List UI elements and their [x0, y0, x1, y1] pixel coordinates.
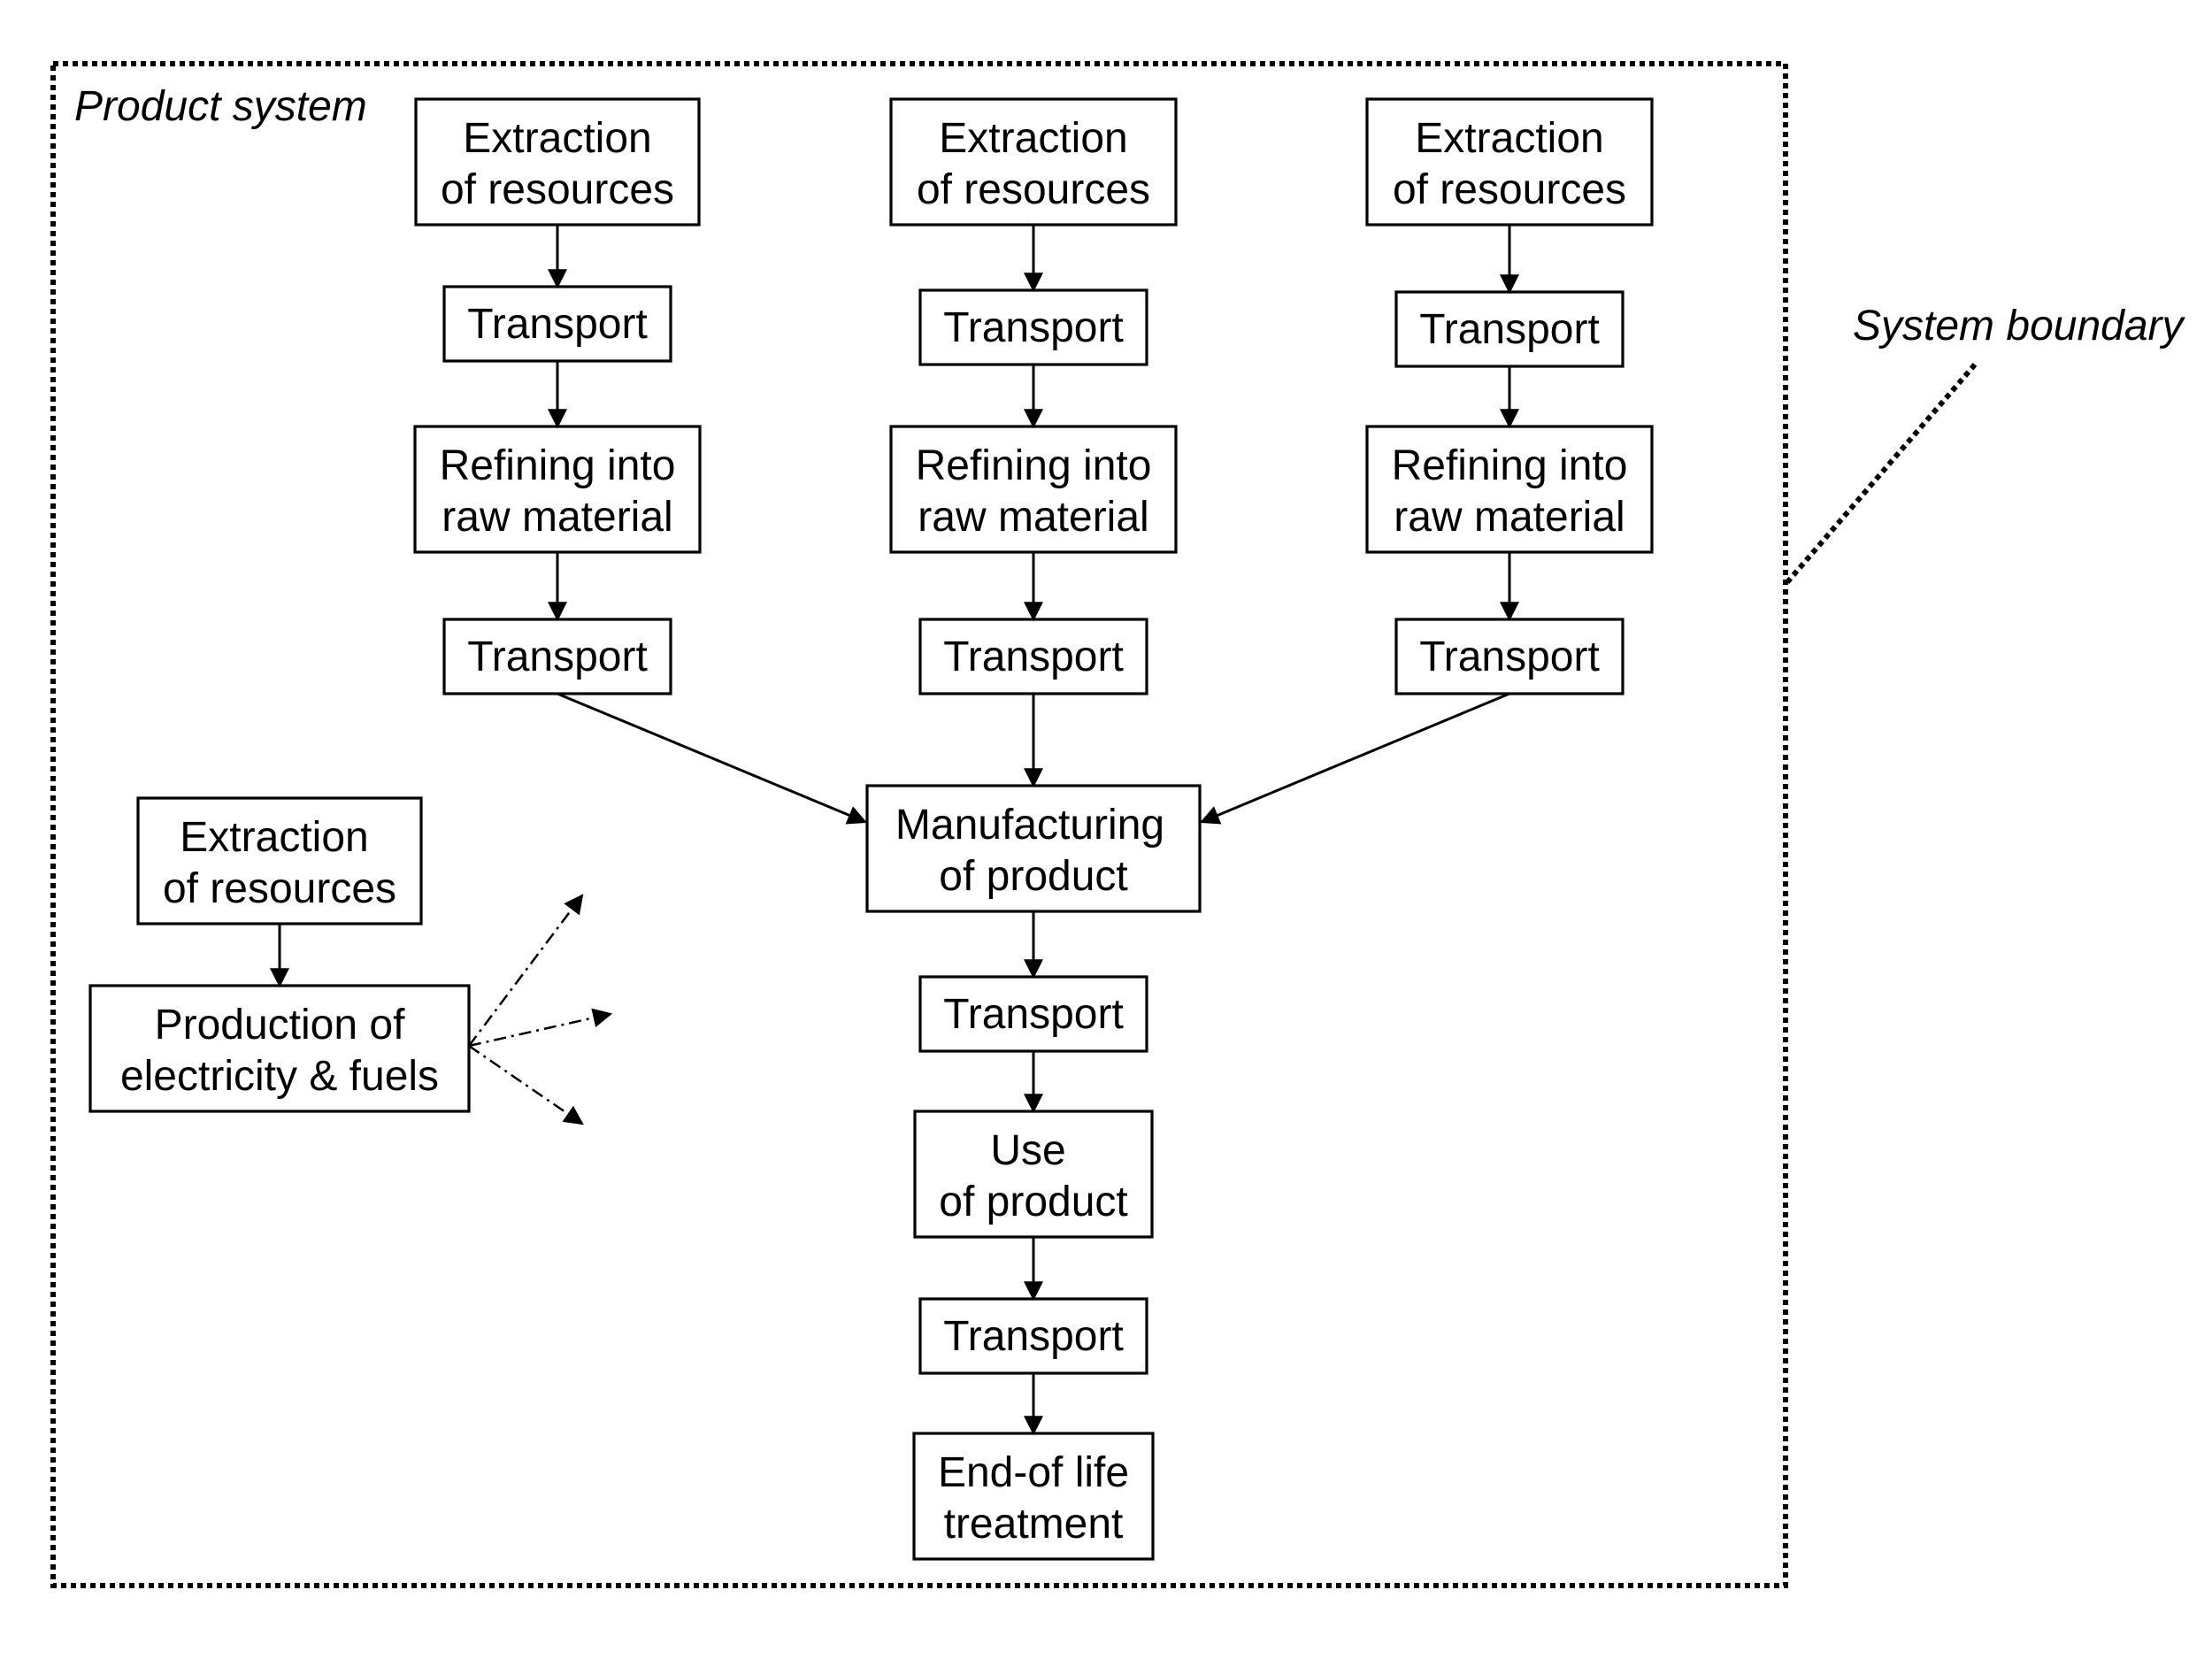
- refining-box: [1365, 425, 1654, 554]
- flow-arrow: [557, 692, 868, 825]
- electricity-production-box: [88, 984, 471, 1113]
- transport-label: Transport: [467, 301, 648, 348]
- end-of-life-box: [912, 1432, 1155, 1561]
- extraction-label-line2: of resources: [441, 166, 674, 213]
- extraction-box: [889, 97, 1178, 227]
- manufacturing-box: [865, 784, 1202, 913]
- transport-box: [1394, 290, 1624, 368]
- product-system-label: Product system: [74, 83, 367, 130]
- refining-box: [889, 425, 1178, 554]
- energy-flow-arrow: [468, 894, 584, 1047]
- refining-label-line2: raw material: [442, 494, 672, 541]
- transport-label: Transport: [943, 991, 1124, 1038]
- refining-label-line1: Refining into: [440, 442, 676, 489]
- extraction-box: [1365, 97, 1654, 227]
- refining-label-line1: Refining into: [916, 442, 1152, 489]
- transport-label: Transport: [943, 634, 1124, 680]
- transport-label: Transport: [943, 304, 1124, 351]
- transport-label: Transport: [1419, 306, 1600, 353]
- product-chain: Manufacturing of product Transport Use o…: [865, 784, 1202, 1561]
- system-boundary-pointer: [1785, 363, 1978, 584]
- manufacturing-label-line1: Manufacturing: [895, 802, 1164, 849]
- energy-supply: Extraction of resources Production of el…: [88, 796, 613, 1125]
- transport-box: [918, 975, 1148, 1053]
- energy-flow-arrow: [468, 1008, 613, 1048]
- end-of-life-label-line2: treatment: [944, 1501, 1124, 1548]
- use-box: [913, 1110, 1154, 1239]
- extraction-label-line1: Extraction: [939, 115, 1127, 162]
- system-boundary-frame: [50, 61, 1788, 1588]
- extraction-label-line1: Extraction: [463, 115, 651, 162]
- refining-label-line2: raw material: [1394, 494, 1624, 541]
- flow-arrow: [1199, 692, 1510, 825]
- supply-chain-1: Extraction of resources Transport Refini…: [413, 97, 868, 825]
- manufacturing-label-line2: of product: [939, 853, 1127, 900]
- transport-label: Transport: [943, 1313, 1124, 1360]
- use-label-line1: Use: [990, 1127, 1065, 1174]
- transport-box: [918, 1297, 1148, 1375]
- production-label-line1: Production of: [155, 1002, 406, 1048]
- extraction-label-line1: Extraction: [180, 814, 368, 861]
- extraction-label-line1: Extraction: [1415, 115, 1603, 162]
- transport-label: Transport: [467, 634, 648, 680]
- extraction-label-line2: of resources: [1393, 166, 1626, 213]
- extraction-label-line2: of resources: [163, 865, 396, 912]
- refining-label-line2: raw material: [918, 494, 1148, 541]
- supply-chain-3: Extraction of resources Transport Refini…: [1199, 97, 1654, 825]
- production-label-line2: electricity & fuels: [120, 1053, 439, 1100]
- extraction-label-line2: of resources: [917, 166, 1150, 213]
- supply-chain-2: Extraction of resources Transport Refini…: [889, 97, 1178, 788]
- system-boundary-label: System boundary: [1853, 303, 2186, 349]
- end-of-life-label-line1: End-of life: [938, 1449, 1129, 1496]
- transport-label: Transport: [1419, 634, 1600, 680]
- use-label-line2: of product: [939, 1179, 1127, 1225]
- extraction-box: [136, 796, 423, 926]
- refining-label-line1: Refining into: [1392, 442, 1628, 489]
- energy-flow-arrow: [468, 1044, 584, 1125]
